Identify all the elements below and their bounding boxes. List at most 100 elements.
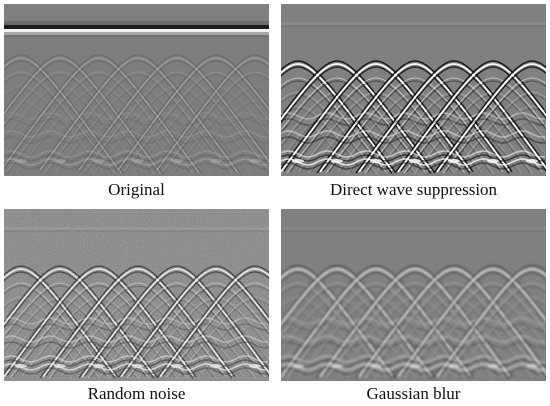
- hyperbola-multiple: [78, 116, 197, 174]
- layer-band: [281, 359, 546, 367]
- bright-spot: [15, 159, 27, 163]
- hyperbola-multiple: [400, 122, 510, 175]
- hyperbola-multiple: [4, 102, 131, 174]
- hyperbola-multiple: [54, 85, 221, 174]
- bright-spot: [132, 159, 144, 163]
- hyperbola-reflection: [4, 54, 164, 175]
- layer-band: [281, 162, 546, 170]
- hyperbola-reflection: [156, 60, 269, 174]
- hyperbola-multiple: [328, 285, 501, 378]
- hyperbola-multiple: [385, 310, 522, 379]
- hyperbola-reflection: [281, 265, 396, 378]
- radargram-gaussian-blur-image: [281, 209, 546, 381]
- hyperbola-multiple: [45, 74, 230, 175]
- hyperbola-reflection: [397, 267, 546, 378]
- hyperbola-multiple: [478, 122, 546, 172]
- hyperbola-multiple: [406, 80, 546, 173]
- layer-band: [281, 112, 546, 120]
- hyperbola-multiple: [123, 71, 269, 172]
- hyperbola-reflection: [4, 60, 197, 172]
- hyperbola-multiple: [4, 74, 113, 173]
- hyperbola-multiple: [385, 105, 522, 174]
- layer-band: [4, 130, 269, 138]
- hyperbola-multiple: [281, 285, 423, 376]
- hyperbola-multiple: [93, 85, 260, 174]
- hyperbola-reflection: [361, 66, 546, 172]
- hyperbola-multiple: [162, 74, 269, 175]
- layer-band: [4, 154, 269, 162]
- hyperbola-multiple: [186, 102, 269, 171]
- bright-spot: [409, 364, 421, 368]
- hyperbola-reflection: [78, 57, 269, 171]
- hyperbola-multiple: [195, 116, 269, 174]
- bright-spot: [370, 159, 382, 163]
- hyperbola-reflection: [4, 54, 125, 175]
- layer-band: [281, 130, 546, 138]
- hyperbola-multiple: [4, 99, 95, 175]
- radargram-random-noise-image: [4, 209, 269, 381]
- hyperbola-reflection: [439, 271, 546, 377]
- hyperbola-reflection: [439, 66, 546, 172]
- hyperbola-reflection: [397, 63, 546, 173]
- hyperbola-group: [281, 60, 546, 175]
- hyperbola-multiple: [84, 74, 269, 175]
- layer-band: [4, 112, 269, 120]
- hyperbola-reflection: [281, 60, 474, 173]
- hyperbola-reflection: [4, 54, 203, 175]
- layer-band: [281, 118, 546, 126]
- radargram-original-image: [4, 4, 269, 176]
- hyperbola-multiple: [289, 80, 462, 173]
- hyperbola-multiple: [475, 119, 546, 173]
- layer-band: [4, 158, 269, 166]
- hyperbola-multiple: [281, 80, 384, 171]
- hyperbola-multiple: [4, 71, 155, 174]
- bright-spot: [210, 159, 222, 163]
- caption-original: Original: [108, 180, 165, 199]
- hyperbola-reflection: [281, 265, 435, 378]
- hyperbola-multiple: [45, 71, 233, 174]
- hyperbola-reflection: [400, 271, 546, 377]
- hyperbola-multiple: [463, 105, 546, 174]
- hyperbola-multiple: [328, 80, 501, 173]
- hyperbola-multiple: [39, 116, 158, 174]
- hyperbola-multiple: [406, 285, 546, 378]
- hyperbola-multiple: [144, 99, 269, 172]
- hyperbola-multiple: [6, 74, 191, 175]
- hyperbola-reflection: [394, 60, 546, 174]
- hyperbola-multiple: [66, 99, 212, 175]
- hyperbola-reflection: [78, 60, 269, 174]
- layer-band: [281, 317, 546, 325]
- hyperbola-reflection: [36, 54, 242, 175]
- hyperbola-multiple: [457, 299, 546, 376]
- hyperbola-multiple: [4, 85, 143, 173]
- hyperbola-multiple: [147, 102, 269, 171]
- radargram-original-svg: [4, 4, 269, 176]
- bright-spot: [171, 159, 183, 163]
- hyperbola-multiple: [4, 113, 122, 173]
- hyperbola-multiple: [69, 102, 209, 174]
- hyperbola-multiple: [475, 324, 546, 378]
- caption-random-noise: Random noise: [87, 384, 186, 403]
- hyperbola-multiple: [424, 310, 546, 379]
- bright-spot: [93, 159, 105, 163]
- hyperbola-multiple: [281, 80, 423, 171]
- layer-band: [281, 355, 546, 363]
- hyperbola-multiple: [466, 313, 546, 378]
- hyperbola-multiple: [466, 108, 546, 173]
- layer-band: [281, 341, 546, 349]
- caption-gaussian-blur: Gaussian blur: [366, 384, 461, 403]
- hyperbola-multiple: [75, 113, 200, 174]
- hyperbola-multiple: [367, 285, 540, 378]
- hyperbola-reflection: [75, 54, 269, 172]
- hyperbola-reflection: [281, 265, 474, 378]
- hyperbola-multiple: [442, 77, 546, 174]
- layer-band: [281, 323, 546, 331]
- hyperbola-multiple: [117, 116, 236, 174]
- bright-spot: [331, 159, 343, 163]
- hyperbola-reflection: [156, 57, 269, 171]
- hyperbola-multiple: [4, 113, 83, 173]
- bright-spot: [292, 364, 304, 368]
- hyperbola-multiple: [84, 71, 269, 172]
- bright-spot: [487, 159, 499, 163]
- hyperbola-reflection: [358, 267, 546, 378]
